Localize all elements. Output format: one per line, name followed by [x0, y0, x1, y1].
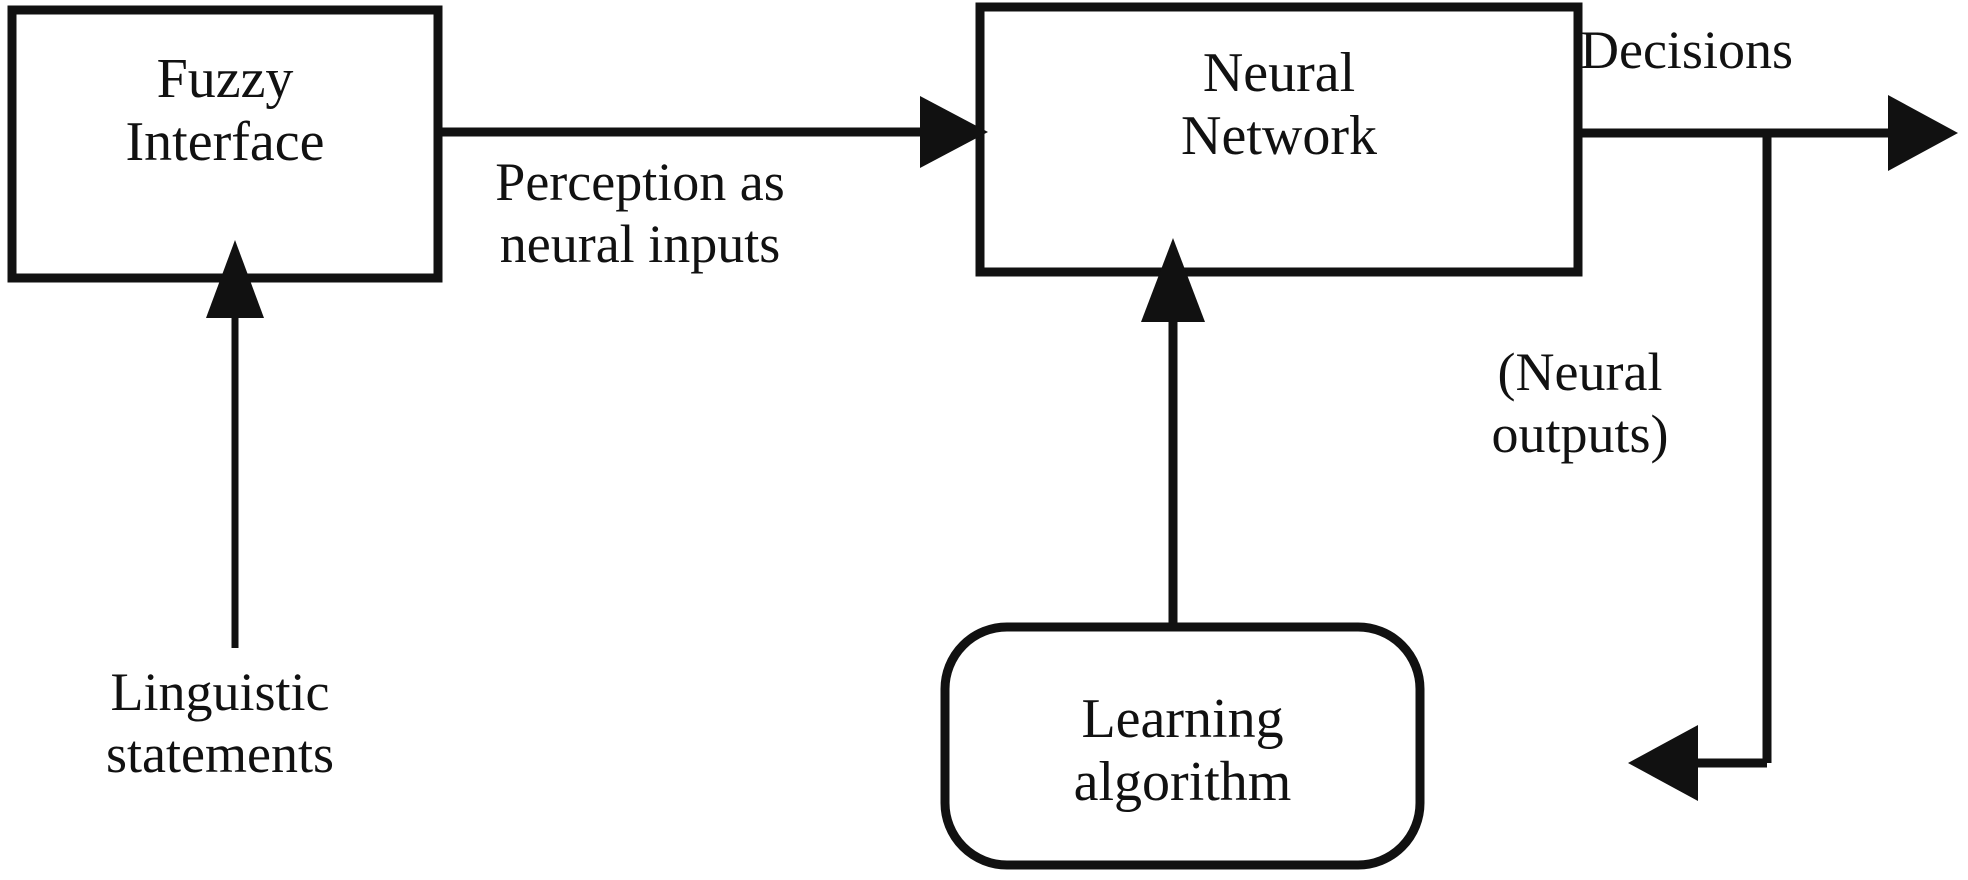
learning-algorithm-box[interactable]	[940, 622, 1425, 870]
linguistic-to-fuzzy-arrow	[206, 240, 264, 648]
fuzzy-interface-box[interactable]	[7, 5, 443, 283]
neural-network-box[interactable]	[975, 2, 1583, 277]
neural-outputs-feedback-arrow	[1628, 133, 1772, 801]
fuzzy-to-neural-arrow	[438, 96, 988, 168]
learning-to-neural-arrow	[1141, 238, 1205, 627]
neural-to-decisions-arrow	[1574, 95, 1958, 171]
